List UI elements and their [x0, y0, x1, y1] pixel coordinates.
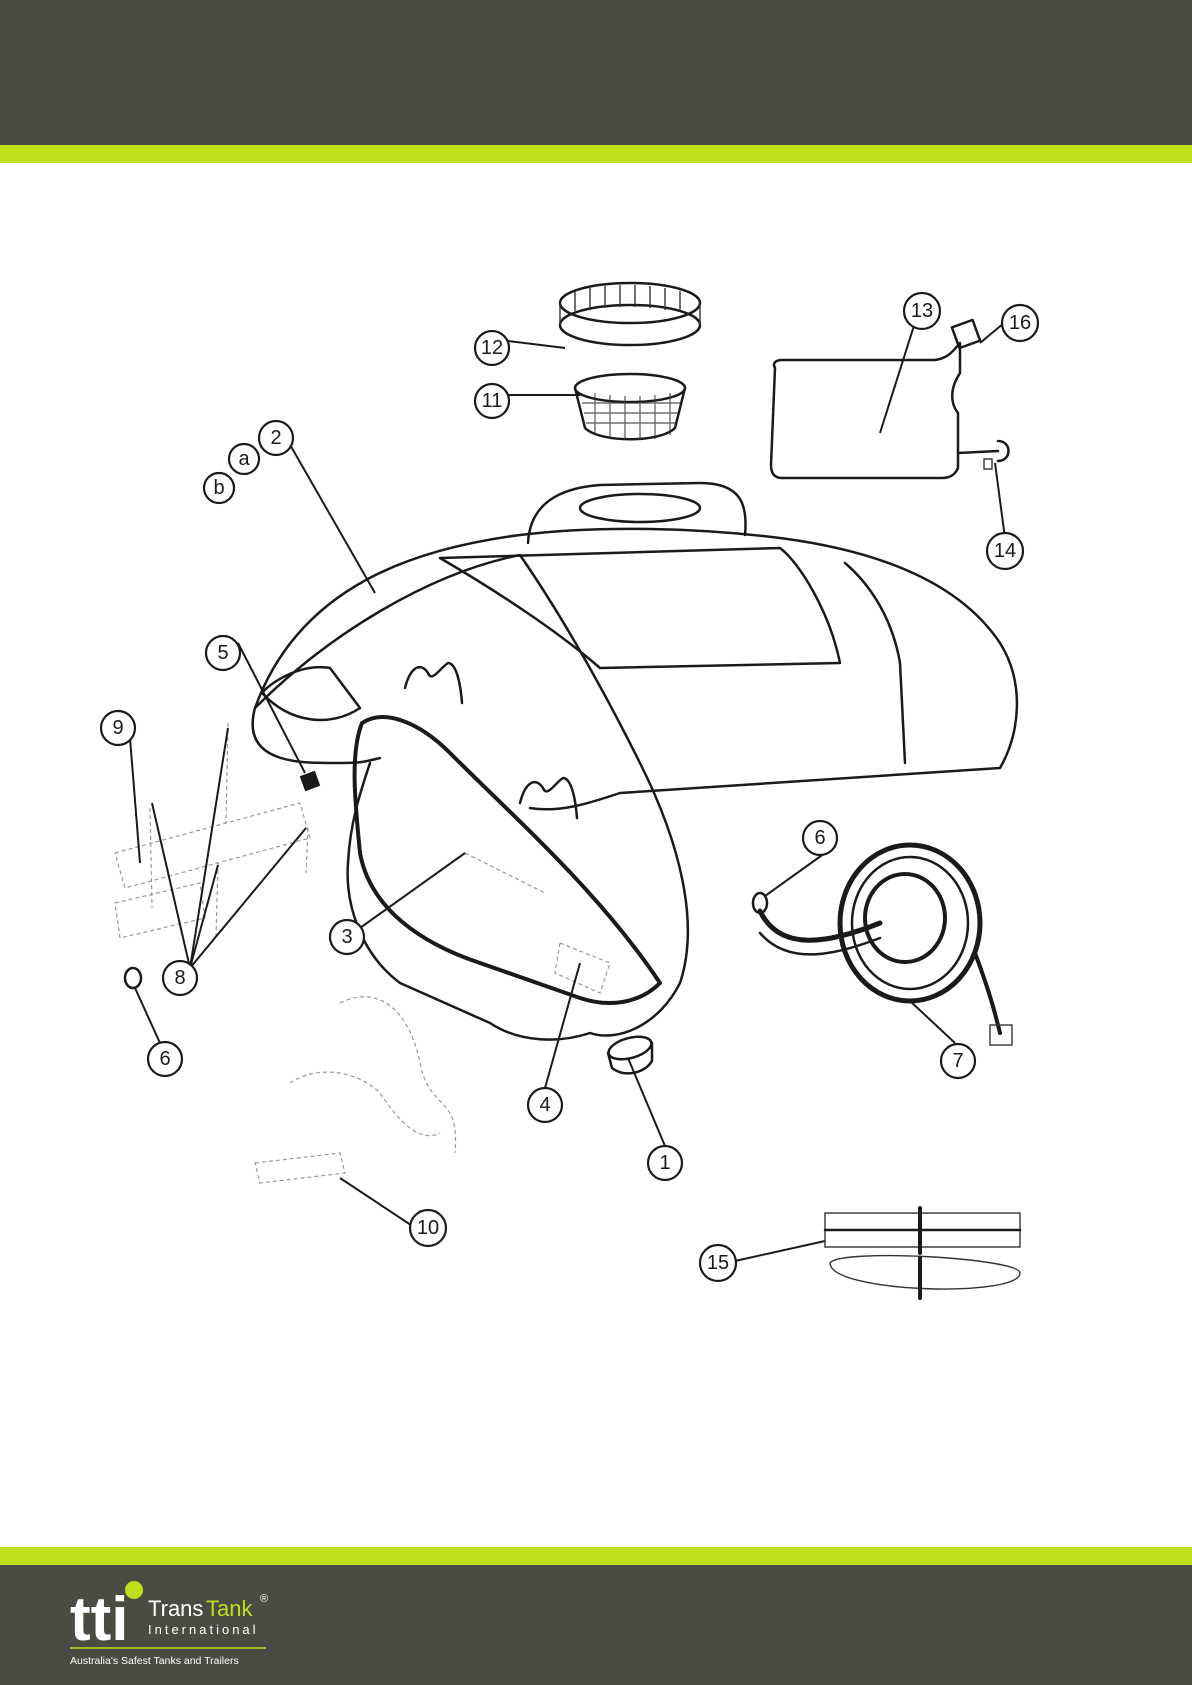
svg-text:6: 6 [159, 1048, 170, 1070]
svg-text:9: 9 [112, 717, 123, 739]
svg-text:2: 2 [270, 427, 281, 449]
tank-body [253, 483, 1017, 1040]
svg-text:4: 4 [539, 1094, 550, 1116]
part-10-fittings [255, 997, 456, 1183]
part-15-straps [825, 1208, 1020, 1298]
callout-1: 1 [648, 1146, 682, 1180]
header-accent-stripe [0, 145, 1192, 163]
callout-9: 9 [101, 711, 135, 745]
callout-5: 5 [206, 636, 240, 670]
svg-text:1: 1 [659, 1152, 670, 1174]
svg-text:a: a [238, 448, 250, 470]
logo-dot [125, 1581, 143, 1599]
svg-text:8: 8 [174, 967, 185, 989]
callout-6-left: 6 [148, 1042, 182, 1076]
callout-3: 3 [330, 920, 364, 954]
svg-text:6: 6 [814, 827, 825, 849]
callout-8: 8 [163, 961, 197, 995]
exploded-parts-diagram: 12 11 2 a b 13 16 14 5 9 8 6 3 4 1 6 7 1… [0, 163, 1192, 1547]
part-12-lid-ring [560, 283, 700, 345]
callout-11: 11 [475, 384, 509, 418]
callout-4: 4 [528, 1088, 562, 1122]
svg-text:7: 7 [952, 1050, 963, 1072]
callout-12: 12 [475, 331, 509, 365]
part-6-clip-left [125, 968, 141, 988]
svg-text:14: 14 [994, 540, 1016, 562]
callout-a: a [229, 444, 259, 474]
callout-b: b [204, 473, 234, 503]
svg-text:12: 12 [481, 337, 503, 359]
transtank-logo: tti Trans Tank ® International Australia… [70, 1578, 300, 1678]
part-11-strainer-basket [575, 374, 685, 440]
callout-7: 7 [941, 1044, 975, 1078]
callout-14: 14 [987, 533, 1023, 569]
logo-word-international: International [148, 1622, 259, 1637]
logo-mark: tti [70, 1585, 129, 1654]
callout-15: 15 [700, 1245, 736, 1281]
callout-13: 13 [904, 293, 940, 329]
svg-text:b: b [213, 477, 224, 499]
part-8-bolts [150, 723, 308, 938]
footer-accent-stripe [0, 1547, 1192, 1565]
callout-6-right: 6 [803, 821, 837, 855]
header-bar [0, 0, 1192, 145]
logo-word-tank: Tank [206, 1596, 253, 1621]
svg-text:13: 13 [911, 300, 933, 322]
part-7-hose-coil [760, 845, 1012, 1045]
svg-text:5: 5 [217, 642, 228, 664]
logo-word-trans: Trans [148, 1596, 203, 1621]
logo-registered: ® [260, 1593, 268, 1605]
callout-10: 10 [410, 1210, 446, 1246]
logo-tagline: Australia's Safest Tanks and Trailers [70, 1655, 239, 1667]
svg-text:10: 10 [417, 1217, 439, 1239]
part-14-tap [958, 441, 1009, 469]
svg-text:11: 11 [482, 390, 503, 412]
callout-2: 2 [259, 421, 293, 455]
svg-text:15: 15 [707, 1252, 729, 1274]
svg-text:3: 3 [341, 926, 352, 948]
part-1-drain-cap [606, 1033, 654, 1074]
svg-text:16: 16 [1009, 312, 1031, 334]
callout-16: 16 [1002, 305, 1038, 341]
